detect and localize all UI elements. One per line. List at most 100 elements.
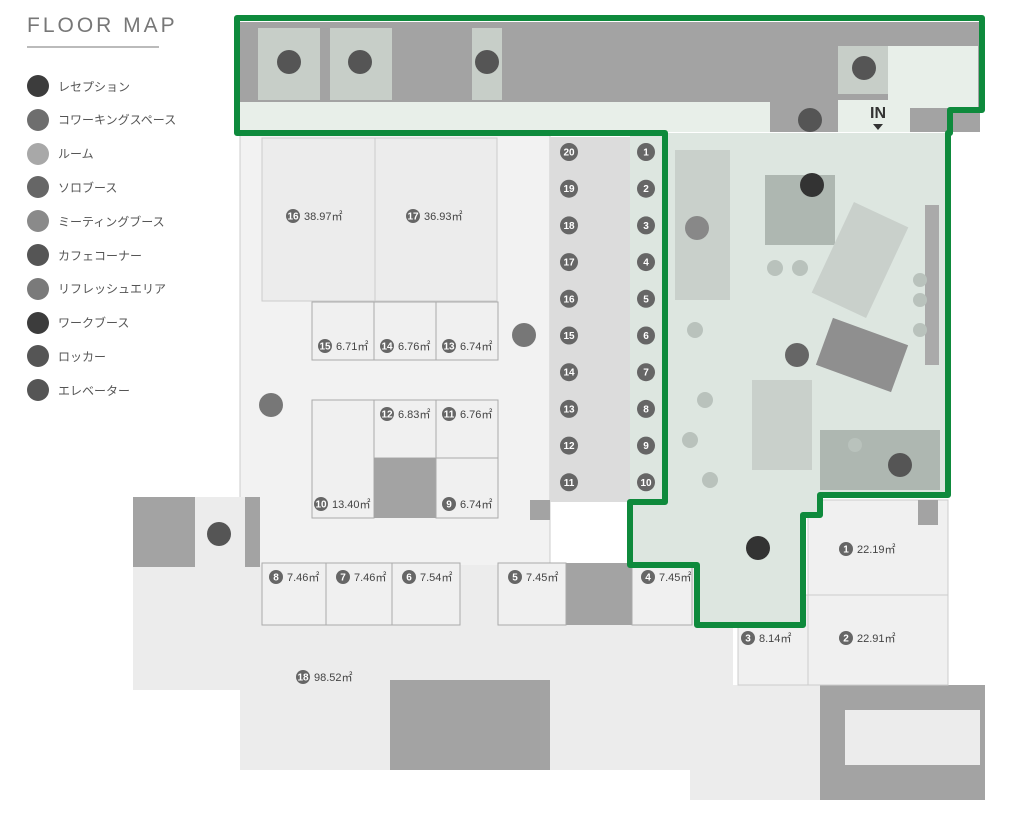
- booth-label-11: 11: [560, 473, 578, 492]
- svg-text:6.74㎡: 6.74㎡: [460, 340, 492, 353]
- booth-label-19: 19: [560, 179, 578, 198]
- booth-label-1: 1: [637, 143, 655, 161]
- booth-label-6: 6: [637, 326, 655, 345]
- svg-text:5: 5: [512, 573, 518, 584]
- refresh-icon: [27, 277, 49, 300]
- svg-text:6.83㎡: 6.83㎡: [398, 408, 430, 421]
- booth-label-16: 16: [560, 289, 578, 308]
- svg-text:6: 6: [643, 331, 649, 342]
- room-label-16: 16 38.97㎡: [286, 209, 343, 223]
- solo-booth-icon: [27, 176, 49, 199]
- svg-text:8: 8: [273, 573, 279, 584]
- svg-text:16: 16: [563, 294, 575, 305]
- room-label-10: 10 13.40㎡: [314, 497, 371, 511]
- svg-text:98.52㎡: 98.52㎡: [314, 671, 353, 684]
- svg-text:15: 15: [319, 342, 331, 353]
- svg-text:13: 13: [443, 342, 455, 353]
- svg-text:8.14㎡: 8.14㎡: [759, 632, 791, 645]
- coworking-furniture: [675, 150, 940, 490]
- svg-text:6.74㎡: 6.74㎡: [460, 498, 492, 511]
- legend-item: ワークブース: [27, 311, 130, 334]
- booth-label-14: 14: [560, 363, 578, 382]
- map-icons: [207, 50, 912, 560]
- booth-label-12: 12: [560, 436, 578, 455]
- svg-text:3: 3: [643, 221, 649, 232]
- svg-text:1: 1: [643, 148, 649, 159]
- booth-label-15: 15: [560, 326, 578, 345]
- svg-text:22.91㎡: 22.91㎡: [857, 632, 896, 645]
- svg-text:7.45㎡: 7.45㎡: [526, 571, 558, 584]
- room-label-13: 13 6.74㎡: [442, 339, 492, 353]
- svg-text:2: 2: [843, 634, 849, 645]
- svg-text:10: 10: [640, 478, 652, 489]
- legend-label: ワークブース: [58, 316, 130, 331]
- toilet-men-icon: [277, 50, 301, 74]
- svg-text:16: 16: [287, 212, 299, 223]
- title-underline: [27, 46, 159, 48]
- svg-text:14: 14: [563, 368, 575, 379]
- meeting-booth-icon: [27, 210, 49, 233]
- legend-label: ミーティングブース: [58, 214, 165, 229]
- svg-text:10: 10: [315, 500, 327, 511]
- legend-label: ソロブース: [58, 180, 118, 195]
- legend-item: ミーティングブース: [27, 210, 165, 233]
- phone-icon: [27, 311, 49, 334]
- svg-text:13.40㎡: 13.40㎡: [332, 498, 371, 511]
- booth-label-3: 3: [637, 216, 655, 235]
- svg-text:7.46㎡: 7.46㎡: [354, 571, 386, 584]
- legend-item: コワーキングスペース: [27, 108, 177, 131]
- locker-icon: [27, 345, 49, 368]
- svg-text:15: 15: [563, 331, 575, 342]
- reception-map-icon: [800, 173, 824, 197]
- reception-icon: [27, 75, 49, 97]
- room-label-12: 12 6.83㎡: [380, 407, 430, 421]
- locker-map-icon: [798, 108, 822, 132]
- legend-label: ルーム: [58, 147, 94, 162]
- room-label-5: 5 7.45㎡: [508, 570, 558, 584]
- elevator-map-icon: [852, 56, 876, 80]
- cafe-map-icon: [888, 453, 912, 477]
- svg-text:12: 12: [563, 441, 575, 452]
- legend-label: カフェコーナー: [58, 248, 143, 263]
- booth-label-5: 5: [637, 289, 655, 308]
- svg-text:5: 5: [643, 294, 649, 305]
- legend-label: コワーキングスペース: [58, 113, 177, 128]
- svg-text:19: 19: [563, 184, 575, 195]
- booth-label-13: 13: [560, 399, 578, 418]
- svg-text:12: 12: [381, 410, 393, 421]
- elevator-map-icon-2: [207, 522, 231, 546]
- svg-text:11: 11: [564, 478, 575, 489]
- toilet-women-icon: [348, 50, 372, 74]
- svg-text:38.97㎡: 38.97㎡: [304, 210, 343, 223]
- booth-label-2: 2: [637, 179, 655, 198]
- svg-text:18: 18: [297, 673, 309, 684]
- coworking-icon: [27, 108, 49, 131]
- legend-label: ロッカー: [58, 349, 107, 364]
- booth-label-17: 17: [560, 253, 578, 272]
- svg-text:13: 13: [563, 404, 575, 415]
- svg-text:7.45㎡: 7.45㎡: [659, 571, 691, 584]
- svg-text:17: 17: [407, 212, 419, 223]
- booth-label-8: 8: [637, 399, 655, 418]
- svg-text:6.76㎡: 6.76㎡: [398, 340, 430, 353]
- booth-columns: [530, 137, 630, 520]
- entrance-label: IN: [870, 105, 886, 122]
- svg-text:3: 3: [745, 634, 751, 645]
- svg-text:22.19㎡: 22.19㎡: [857, 543, 896, 556]
- refresh-map-icon: [512, 323, 536, 347]
- booth-label-9: 9: [637, 436, 655, 455]
- svg-text:7.54㎡: 7.54㎡: [420, 571, 452, 584]
- svg-text:9: 9: [643, 441, 649, 452]
- meeting-booth-map-icon: [685, 216, 709, 240]
- svg-text:17: 17: [563, 258, 575, 269]
- legend-label: レセプション: [58, 79, 131, 94]
- svg-text:7.46㎡: 7.46㎡: [287, 571, 319, 584]
- booth-label-10: 10: [637, 473, 655, 492]
